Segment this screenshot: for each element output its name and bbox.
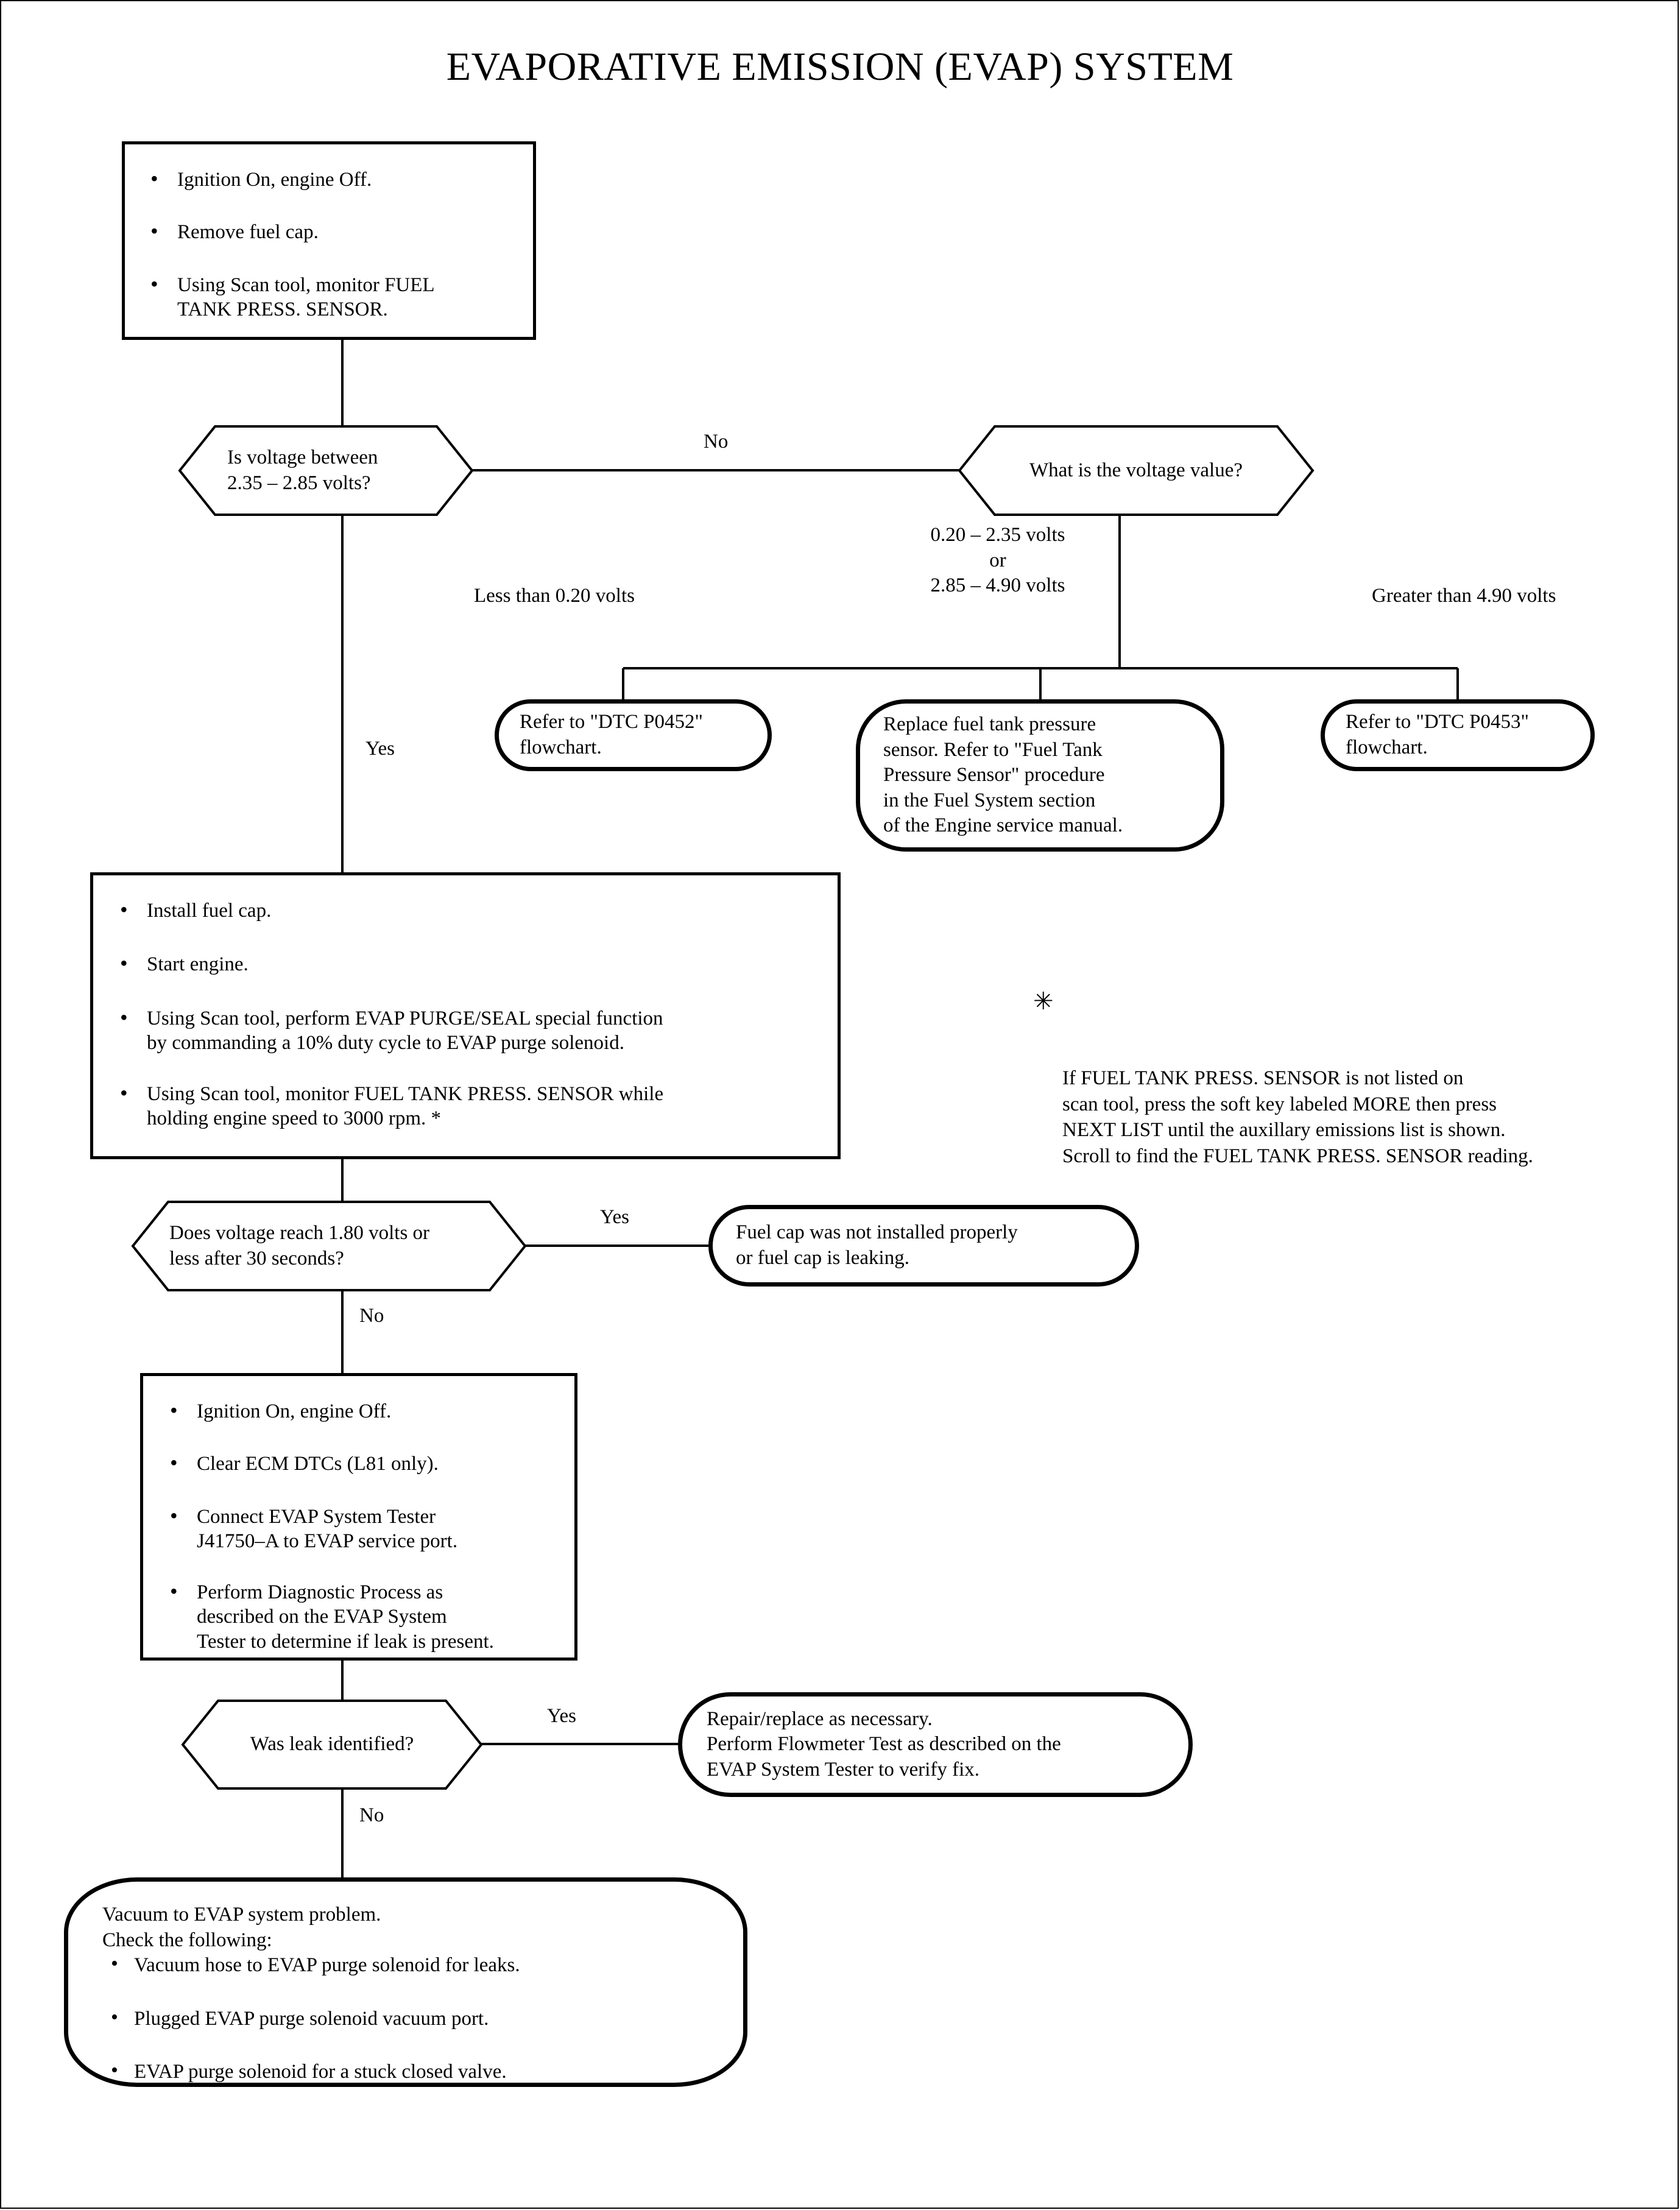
decision-leak-identified[interactable]: Was leak identified? (181, 1700, 483, 1790)
bullet-list: Install fuel cap. Start engine. Using Sc… (109, 897, 817, 1131)
outcome-text: Refer to "DTC P0453" flowchart. (1346, 711, 1529, 758)
list-item: Using Scan tool, monitor FUEL TANK PRESS… (109, 1080, 817, 1131)
edge-label-mid-range: 0.20 – 2.35 volts or 2.85 – 4.90 volts (930, 524, 1065, 597)
outcome-text: Replace fuel tank pressure sensor. Refer… (883, 713, 1123, 837)
edge-label-yes-leak: Yes (547, 1705, 577, 1727)
list-item: Ignition On, engine Off. (159, 1397, 559, 1424)
list-item: Plugged EVAP purge solenoid vacuum port. (102, 2005, 709, 2032)
outcome-heading: Vacuum to EVAP system problem. Check the… (102, 1904, 381, 1951)
hexagon-shape (181, 1700, 483, 1790)
hexagon-shape (958, 425, 1315, 516)
outcome-vacuum-problem[interactable]: Vacuum to EVAP system problem. Check the… (64, 1877, 747, 2087)
decision-voltage-value[interactable]: What is the voltage value? (958, 425, 1315, 516)
edge-label-no-leak: No (359, 1804, 384, 1826)
outcome-text: Fuel cap was not installed properly or f… (736, 1221, 1018, 1269)
edge-label-yes-fuelcap: Yes (600, 1206, 630, 1228)
list-item: Vacuum hose to EVAP purge solenoid for l… (102, 1951, 709, 1979)
bullet-list: Vacuum hose to EVAP purge solenoid for l… (102, 1951, 709, 2085)
decision-label: Was leak identified? (250, 1733, 414, 1756)
decision-voltage-drop[interactable]: Does voltage reach 1.80 volts or less af… (131, 1201, 527, 1291)
outcome-text: Repair/replace as necessary. Perform Flo… (707, 1707, 1061, 1781)
list-item: Ignition On, engine Off. (139, 166, 515, 192)
step-box-purge-seal: Install fuel cap. Start engine. Using Sc… (90, 872, 841, 1159)
hexagon-shape (178, 425, 474, 516)
list-item: Connect EVAP System Tester J41750–A to E… (159, 1503, 559, 1554)
decision-label: What is the voltage value? (1029, 459, 1243, 481)
decision-voltage-in-range[interactable]: Is voltage between 2.35 – 2.85 volts? (178, 425, 474, 516)
list-item: Install fuel cap. (109, 897, 817, 923)
list-item: Perform Diagnostic Process as described … (159, 1578, 559, 1654)
list-item: Using Scan tool, monitor FUEL TANK PRESS… (139, 271, 515, 322)
outcome-dtc-p0453[interactable]: Refer to "DTC P0453" flowchart. (1321, 699, 1595, 771)
edge-label-yes-left: Yes (365, 738, 395, 760)
list-item: EVAP purge solenoid for a stuck closed v… (102, 2058, 709, 2085)
decision-label: Does voltage reach 1.80 volts or less af… (169, 1221, 430, 1269)
hexagon-shape (131, 1201, 527, 1291)
bullet-list: Ignition On, engine Off. Clear ECM DTCs … (159, 1397, 559, 1654)
list-item: Using Scan tool, perform EVAP PURGE/SEAL… (109, 1004, 817, 1056)
outcome-replace-sensor[interactable]: Replace fuel tank pressure sensor. Refer… (856, 699, 1224, 852)
decision-label: Is voltage between 2.35 – 2.85 volts? (227, 446, 378, 494)
list-item: Remove fuel cap. (139, 218, 515, 245)
step-box-evap-tester: Ignition On, engine Off. Clear ECM DTCs … (140, 1373, 577, 1661)
step-box-initial-checks: Ignition On, engine Off. Remove fuel cap… (122, 141, 536, 340)
edge-label-greater-than: Greater than 4.90 volts (1372, 585, 1556, 607)
footnote-text: If FUEL TANK PRESS. SENSOR is not listed… (1062, 1067, 1533, 1168)
edge-label-no-fuelcap: No (359, 1305, 384, 1327)
asterisk-icon: ✳ (1033, 987, 1054, 1015)
list-item: Clear ECM DTCs (L81 only). (159, 1450, 559, 1477)
edge-label-less-than: Less than 0.20 volts (474, 585, 635, 607)
outcome-fuel-cap[interactable]: Fuel cap was not installed properly or f… (708, 1205, 1139, 1287)
page-title: EVAPORATIVE EMISSION (EVAP) SYSTEM (446, 44, 1234, 89)
edge-label-no-top: No (704, 431, 729, 453)
list-item: Start engine. (109, 950, 817, 977)
outcome-text: Refer to "DTC P0452" flowchart. (520, 711, 703, 758)
outcome-repair-replace[interactable]: Repair/replace as necessary. Perform Flo… (678, 1692, 1193, 1797)
outcome-dtc-p0452[interactable]: Refer to "DTC P0452" flowchart. (495, 699, 772, 771)
bullet-list: Ignition On, engine Off. Remove fuel cap… (139, 166, 515, 322)
footnote-scan-tool: ✳ If FUEL TANK PRESS. SENSOR is not list… (1033, 987, 1648, 1222)
